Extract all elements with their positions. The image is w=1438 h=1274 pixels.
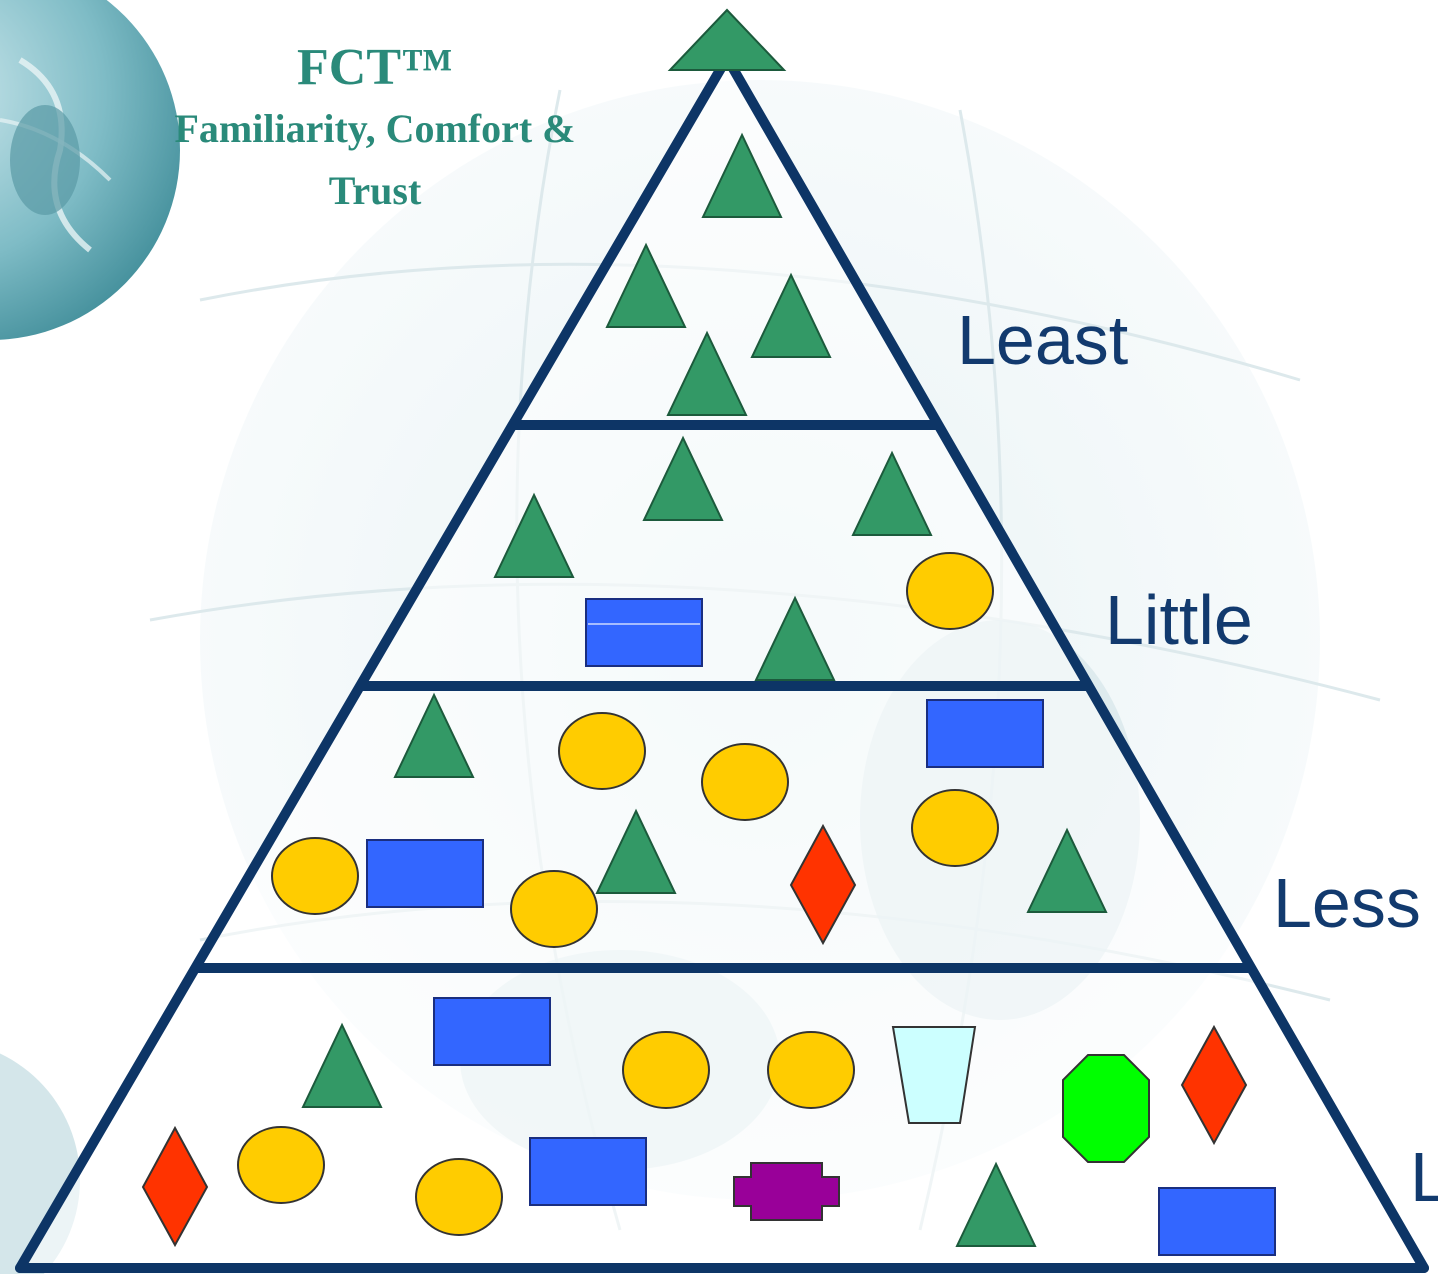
apex-triangle bbox=[667, 8, 787, 71]
rectangle-shape bbox=[529, 1137, 647, 1206]
circle-shape bbox=[767, 1031, 855, 1109]
circle-shape bbox=[906, 552, 994, 630]
diamond-shape bbox=[141, 1125, 209, 1248]
circle-shape bbox=[558, 712, 646, 790]
triangle-shape bbox=[393, 692, 475, 778]
triangle-shape bbox=[493, 492, 575, 578]
circle-shape bbox=[701, 743, 789, 821]
tier-label-least: Least bbox=[957, 301, 1129, 379]
rectangle-shape bbox=[1158, 1187, 1276, 1256]
cross-shape bbox=[733, 1162, 840, 1221]
circle-shape bbox=[271, 837, 359, 915]
diagram-subtitle-line2: Trust bbox=[328, 168, 422, 213]
rectangle-shape bbox=[433, 997, 551, 1066]
diamond-shape bbox=[1180, 1024, 1248, 1146]
rectangle-shape bbox=[366, 839, 484, 908]
circle-shape bbox=[622, 1031, 710, 1109]
rectangle-shape bbox=[926, 699, 1044, 768]
triangle-shape bbox=[666, 330, 748, 416]
circle-shape bbox=[510, 870, 598, 948]
rectangle-shape bbox=[585, 598, 703, 667]
circle-shape bbox=[911, 789, 999, 867]
tier-4-shapes bbox=[141, 997, 1276, 1256]
tier-label-less: Less bbox=[1273, 868, 1421, 938]
pyramid bbox=[15, 53, 1429, 1273]
triangle-shape bbox=[750, 272, 832, 358]
triangle-shape bbox=[1026, 827, 1108, 913]
tier-3-shapes bbox=[271, 692, 1108, 948]
octagon-shape bbox=[1062, 1054, 1150, 1163]
tier-label-little: Little bbox=[1105, 581, 1253, 659]
triangle-shape bbox=[701, 132, 783, 218]
circle-shape bbox=[415, 1158, 503, 1236]
triangle-shape bbox=[605, 242, 687, 328]
triangle-shape bbox=[851, 450, 933, 536]
trapezoid-shape bbox=[891, 1026, 977, 1124]
tier-1-shapes bbox=[605, 132, 832, 416]
triangle-shape bbox=[955, 1161, 1037, 1247]
triangle-shape bbox=[595, 808, 677, 894]
triangle-shape bbox=[642, 435, 724, 521]
tier-label-l: L bbox=[1410, 1142, 1438, 1212]
corner-globe bbox=[0, 0, 180, 340]
diamond-shape bbox=[789, 823, 857, 946]
diagram-title-block: FCT™ Familiarity, Comfort & Trust bbox=[100, 38, 650, 222]
circle-shape bbox=[237, 1126, 325, 1204]
diagram-subtitle-line1: Familiarity, Comfort & bbox=[174, 106, 576, 151]
diagram-title: FCT™ bbox=[297, 39, 453, 96]
triangle-shape bbox=[754, 595, 836, 681]
triangle-shape bbox=[301, 1022, 383, 1108]
tier-2-shapes bbox=[493, 435, 994, 681]
